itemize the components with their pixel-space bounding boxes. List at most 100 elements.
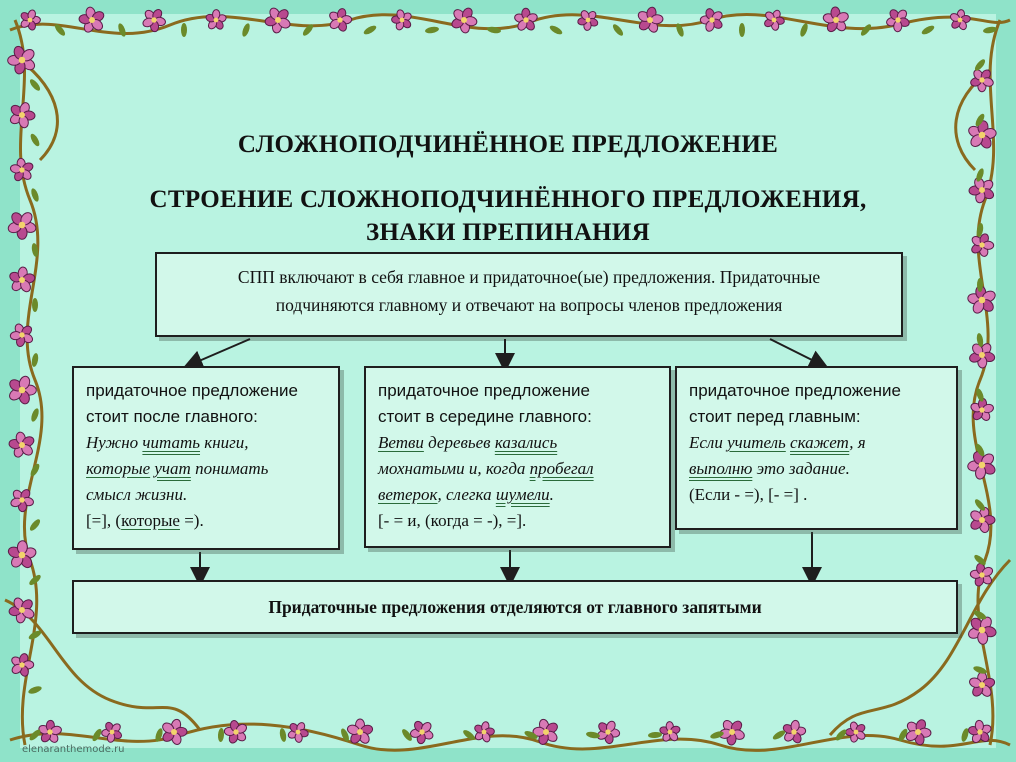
flower-43 — [969, 343, 996, 369]
leaf-352 — [974, 554, 986, 566]
flower-15 — [474, 721, 495, 743]
leaf-104 — [92, 728, 102, 742]
flower-38 — [7, 212, 37, 240]
slide-subtitle: СТРОЕНИЕ СЛОЖНОПОДЧИНЁННОГО ПРЕДЛОЖЕНИЯ,… — [0, 183, 1016, 249]
leaf-356 — [973, 666, 987, 674]
leaf-22 — [676, 23, 684, 37]
flower-12 — [391, 9, 412, 31]
flower-44 — [9, 375, 37, 405]
leaf-350 — [974, 499, 986, 511]
mid-lead-1: придаточное предложение — [378, 381, 590, 400]
left-scheme: [=], (которые =). — [86, 511, 204, 530]
leaf-24 — [739, 23, 745, 37]
leaf-130 — [898, 728, 908, 742]
leaf-246 — [31, 408, 39, 422]
flower-48 — [10, 489, 34, 513]
right-example-1: Если учитель скажет, я — [689, 433, 866, 452]
mid-example-2: мохнатыми и, когда пробегал — [378, 459, 594, 478]
mid-lead-2: стоит в середине главного: — [378, 407, 592, 426]
vine-6 — [19, 58, 59, 162]
leaf-132 — [961, 728, 969, 742]
flower-33 — [970, 69, 994, 93]
leaf-16 — [487, 26, 501, 34]
leaf-238 — [31, 188, 39, 202]
leaf-20 — [612, 24, 624, 36]
leaf-252 — [29, 574, 41, 586]
leaf-346 — [976, 388, 984, 402]
right-scheme: (Если - =), [- =] . — [689, 485, 808, 504]
flower-5 — [162, 718, 188, 745]
flower-23 — [718, 719, 745, 746]
right-example-2: выполню это задание. — [689, 459, 850, 478]
leaf-4 — [118, 23, 126, 37]
leaf-120 — [586, 731, 600, 739]
flower-11 — [346, 718, 374, 744]
mid-example-1: Ветви деревьев казались — [378, 433, 558, 452]
flower-2 — [78, 6, 105, 33]
flower-54 — [11, 653, 35, 677]
flower-42 — [9, 323, 34, 347]
flower-30 — [949, 9, 971, 31]
left-lead-2: стоит после главного: — [86, 407, 258, 426]
flower-50 — [7, 540, 37, 569]
vine-2 — [13, 19, 44, 746]
flower-39 — [971, 233, 995, 257]
flower-25 — [782, 719, 807, 744]
flower-20 — [637, 6, 664, 33]
flower-8 — [264, 7, 291, 34]
left-lead-1: придаточное предложение — [86, 381, 298, 400]
flower-1 — [38, 719, 62, 743]
flower-24 — [764, 9, 785, 31]
flower-40 — [9, 266, 36, 293]
flower-14 — [451, 7, 478, 34]
flower-18 — [577, 10, 599, 31]
subtitle-line-1: СТРОЕНИЕ СЛОЖНОПОДЧИНЁННОГО ПРЕДЛОЖЕНИЯ, — [149, 186, 867, 213]
leaf-110 — [279, 728, 287, 742]
leaf-334 — [974, 59, 986, 71]
leaf-348 — [975, 443, 985, 457]
leaf-244 — [31, 353, 39, 367]
leaf-354 — [973, 610, 987, 620]
flower-4 — [142, 9, 166, 33]
definition-line-1: СПП включают в себя главное и придаточно… — [237, 267, 821, 287]
leaf-250 — [29, 519, 41, 531]
leaf-122 — [648, 731, 662, 739]
flower-29 — [905, 719, 932, 746]
mid-scheme: [- = и, (когда = -), =]. — [378, 511, 527, 530]
leaf-114 — [402, 729, 412, 741]
conclusion-box: Придаточные предложения отделяются от гл… — [72, 580, 958, 634]
flower-31 — [967, 719, 992, 744]
leaf-124 — [710, 731, 724, 739]
leaf-10 — [302, 24, 314, 36]
leaf-108 — [217, 728, 225, 742]
leaf-254 — [28, 630, 42, 640]
leaf-26 — [800, 23, 808, 37]
leaf-128 — [835, 729, 847, 741]
leaf-18 — [549, 25, 563, 35]
leaf-12 — [363, 25, 377, 35]
flower-21 — [659, 721, 681, 742]
leaf-340 — [976, 223, 984, 237]
vine-5 — [828, 558, 1012, 736]
leaf-118 — [524, 731, 538, 739]
flower-36 — [9, 157, 34, 182]
inside-main-clause-box: придаточное предложение стоит в середине… — [364, 366, 671, 548]
leaf-344 — [976, 333, 984, 347]
leaf-28 — [860, 24, 872, 36]
flower-34 — [9, 102, 36, 129]
leaf-236 — [30, 133, 40, 147]
flower-52 — [8, 597, 35, 624]
left-example-3: смысл жизни. — [86, 485, 188, 504]
leaf-102 — [29, 729, 41, 741]
flower-19 — [596, 720, 621, 745]
leaf-256 — [28, 686, 42, 694]
flower-17 — [532, 718, 558, 745]
slide-title: СЛОЖНОПОДЧИНЁННОЕ ПРЕДЛОЖЕНИЕ — [237, 131, 779, 158]
right-lead-1: придаточное предложение — [689, 381, 901, 400]
flower-53 — [968, 616, 997, 645]
flower-0 — [20, 9, 41, 31]
flower-3 — [101, 721, 123, 743]
